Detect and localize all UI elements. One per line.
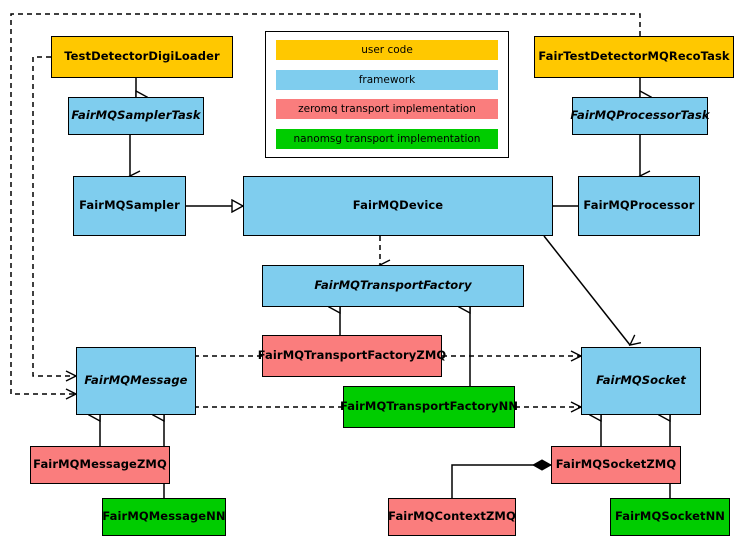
class-box-fairmqprocessor[interactable]: FairMQProcessor bbox=[578, 176, 700, 236]
class-label: FairMQSampler bbox=[79, 198, 180, 213]
class-label: FairMQMessageNN bbox=[102, 509, 226, 524]
class-box-fairmqtransportfactoryzmq[interactable]: FairMQTransportFactoryZMQ bbox=[258, 335, 446, 377]
class-label: FairMQMessageZMQ bbox=[33, 457, 167, 472]
class-box-fairmqmessage[interactable]: FairMQMessage bbox=[76, 347, 196, 415]
class-box-fairmqsampler[interactable]: FairMQSampler bbox=[73, 176, 186, 236]
class-box-fairmqprocessortask[interactable]: FairMQProcessorTask bbox=[570, 97, 710, 135]
class-box-fairmqcontextzmq[interactable]: FairMQContextZMQ bbox=[388, 498, 516, 536]
class-label: FairMQSamplerTask bbox=[71, 108, 201, 123]
color-legend: user code framework zeromq transport imp… bbox=[265, 31, 509, 158]
class-box-testdetectordigiloader[interactable]: TestDetectorDigiLoader bbox=[51, 36, 233, 78]
legend-item-user-code: user code bbox=[276, 40, 498, 60]
class-label: FairMQTransportFactory bbox=[314, 278, 472, 293]
class-box-fairmqsocket[interactable]: FairMQSocket bbox=[581, 347, 701, 415]
edge-device-socket bbox=[543, 235, 642, 346]
class-box-fairmqtransportfactorynn[interactable]: FairMQTransportFactoryNN bbox=[339, 386, 519, 428]
edge-recotask-message bbox=[10, 13, 641, 400]
class-label: FairMQTransportFactoryNN bbox=[339, 399, 519, 414]
legend-label: user code bbox=[361, 44, 413, 56]
class-label: FairMQTransportFactoryZMQ bbox=[257, 348, 447, 363]
class-box-fairmqmessagenn[interactable]: FairMQMessageNN bbox=[102, 498, 226, 536]
class-box-fairmqsocketnn[interactable]: FairMQSocketNN bbox=[610, 498, 730, 536]
class-label: FairMQContextZMQ bbox=[388, 509, 516, 524]
class-label: FairMQSocketZMQ bbox=[555, 457, 677, 472]
legend-item-nanomsg-transport: nanomsg transport implementation bbox=[276, 128, 498, 149]
class-box-fairmqmessagezmq[interactable]: FairMQMessageZMQ bbox=[30, 446, 170, 484]
edge-digiloader-message bbox=[32, 56, 78, 382]
legend-item-zeromq-transport: zeromq transport implementation bbox=[276, 99, 498, 120]
legend-item-framework: framework bbox=[276, 69, 498, 90]
class-box-fairmqdevice[interactable]: FairMQDevice bbox=[243, 176, 553, 236]
class-label: FairMQMessage bbox=[84, 373, 188, 388]
legend-label: zeromq transport implementation bbox=[298, 103, 476, 116]
class-box-fairmqsocketzmq[interactable]: FairMQSocketZMQ bbox=[551, 446, 681, 484]
class-box-fairtestdetectormqrecotask[interactable]: FairTestDetectorMQRecoTask bbox=[534, 36, 734, 78]
class-label: FairMQSocketNN bbox=[614, 509, 726, 524]
legend-label: nanomsg transport implementation bbox=[293, 132, 481, 145]
class-label: FairMQProcessorTask bbox=[570, 108, 710, 123]
class-label: FairMQDevice bbox=[352, 198, 444, 213]
class-label: FairMQSocket bbox=[596, 373, 686, 388]
class-label: FairMQProcessor bbox=[583, 198, 695, 213]
class-label: FairTestDetectorMQRecoTask bbox=[538, 49, 730, 64]
legend-label: framework bbox=[358, 73, 416, 86]
class-box-fairmqtransportfactory[interactable]: FairMQTransportFactory bbox=[262, 265, 524, 307]
edge-contextzmq-socketzmq bbox=[451, 465, 551, 498]
class-box-fairmqsamplertask[interactable]: FairMQSamplerTask bbox=[68, 97, 204, 135]
class-label: TestDetectorDigiLoader bbox=[64, 49, 220, 64]
